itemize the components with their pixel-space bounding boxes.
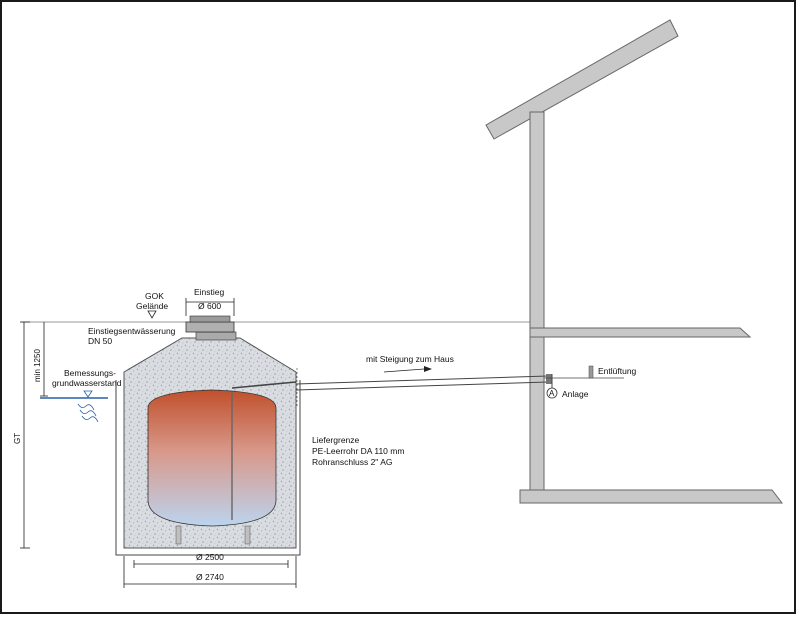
- label-anlage-marker: A: [549, 389, 555, 398]
- tank-body: [147, 389, 277, 527]
- label-entlueftung: Entlüftung: [598, 366, 637, 376]
- label-grundwasserstand: grundwasserstand: [52, 378, 122, 388]
- label-einstieg-dim: Ø 600: [198, 301, 221, 311]
- house-floor-slab: [529, 327, 752, 338]
- label-liefergrenze: Liefergrenze: [312, 435, 360, 445]
- label-rohranschluss: Rohranschluss 2" AG: [312, 457, 393, 467]
- label-dim-2500: Ø 2500: [196, 552, 224, 562]
- label-gt: GT: [13, 433, 22, 444]
- house-basement-floor: [519, 489, 784, 504]
- tank-leg-left: [175, 525, 182, 545]
- tank-leg-right: [244, 525, 251, 545]
- tank-dome: [195, 331, 237, 341]
- pit-wall: [115, 380, 301, 556]
- house-roof: [485, 19, 679, 140]
- anlage-marker-circle: [546, 387, 558, 399]
- label-bemessungs: Bemessungs-: [64, 368, 116, 378]
- manhole-cover: [185, 315, 235, 333]
- vent-pipe: [588, 365, 594, 379]
- label-gok: GOK: [145, 291, 164, 301]
- label-steigung: mit Steigung zum Haus: [366, 354, 454, 364]
- excavation-pit: [115, 380, 301, 556]
- label-pe-leerrohr: PE-Leerrohr DA 110 mm: [312, 446, 404, 456]
- house: [485, 19, 784, 504]
- label-dn50: DN 50: [88, 336, 112, 346]
- slope-arrow: [383, 368, 425, 373]
- label-anlage: Anlage: [562, 389, 589, 399]
- label-min1250: min 1250: [33, 349, 42, 382]
- gok-triangle: [147, 310, 157, 319]
- groundwater-symbol: [40, 390, 108, 423]
- label-gelaende: Gelände: [136, 301, 168, 311]
- pipe-to-house: [231, 366, 549, 408]
- slope-arrowhead: [424, 366, 432, 372]
- labels: GOK Gelände Einstieg Ø 600 Einstiegsentw…: [13, 287, 637, 582]
- label-einstiegsentwaesserung: Einstiegsentwässerung: [88, 326, 176, 336]
- label-dim-2740: Ø 2740: [196, 572, 224, 582]
- house-connection: [544, 365, 624, 399]
- label-einstieg: Einstieg: [194, 287, 225, 297]
- house-wall: [529, 111, 545, 501]
- tank: [147, 331, 277, 545]
- dimensions: [20, 298, 297, 588]
